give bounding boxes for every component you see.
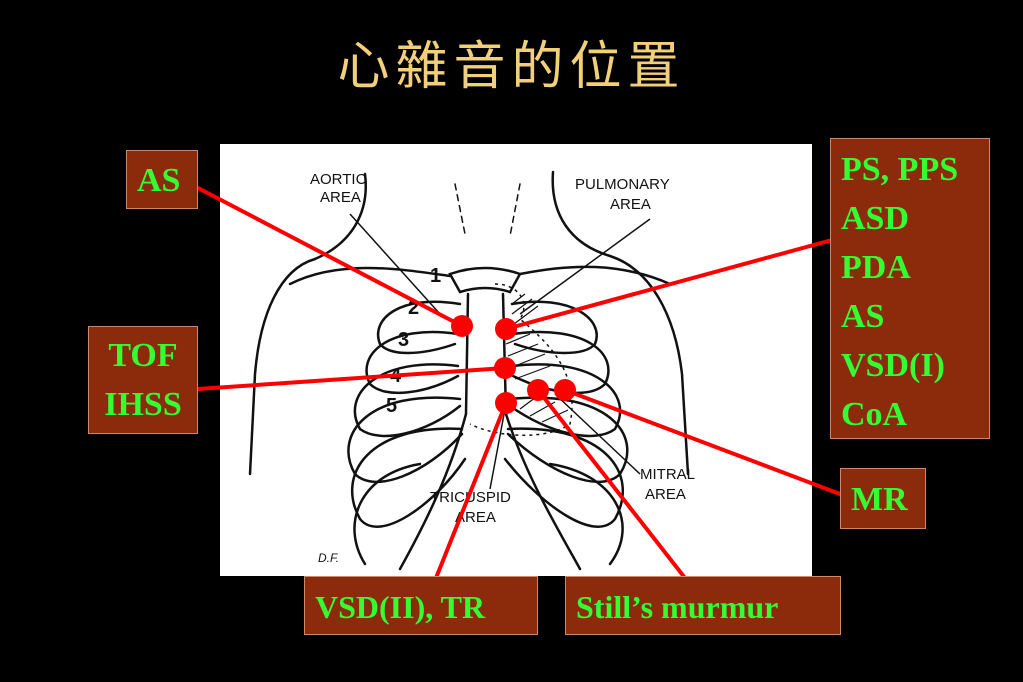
left-sternal-hatch — [505, 333, 551, 380]
rib-number-2: 2 — [408, 297, 419, 319]
torso-left-outline — [248, 257, 317, 476]
still-murmur-text: Still’s murmur — [576, 589, 779, 625]
chest-diagram: AORTIC AREA PULMONARY AREA TRICUSPID ARE… — [220, 144, 812, 576]
rib-number-5: 5 — [386, 395, 397, 417]
pulmonic-murmur-text-4: AS — [841, 298, 885, 335]
left-sternal-murmur-text-1: TOF — [108, 337, 178, 374]
rib-number-1: 1 — [430, 265, 441, 287]
manubrium — [448, 266, 522, 294]
mitral-murmur-text: MR — [851, 481, 908, 518]
tricuspid-murmur-label: VSD(II), TR — [304, 576, 538, 635]
pulmonic-murmur-text-6: CoA — [841, 396, 908, 433]
left-sternal-murmur-text-2: IHSS — [104, 386, 182, 423]
rib-number-4: 4 — [390, 365, 402, 387]
aortic-murmur-label: AS — [126, 150, 198, 209]
tricuspid-area-label-line1: TRICUSPID — [430, 489, 511, 506]
tricuspid-murmur-text: VSD(II), TR — [315, 589, 486, 625]
aortic-murmur-text: AS — [137, 162, 181, 199]
chest-illustration: AORTIC AREA PULMONARY AREA TRICUSPID ARE… — [248, 170, 695, 571]
still-murmur-label: Still’s murmur — [565, 576, 841, 635]
aortic-area-label-line1: AORTIC — [310, 171, 367, 188]
mitral-murmur-label: MR — [840, 468, 926, 529]
rib-number-3: 3 — [398, 329, 409, 351]
pulmonic-murmur-text-5: VSD(I) — [841, 347, 945, 384]
pulmonic-murmur-label: PS, PPS ASD PDA AS VSD(I) CoA — [830, 138, 990, 439]
illustrator-signature: D.F. — [318, 551, 339, 565]
slide-title: 心雜音的位置 — [337, 37, 686, 97]
pulmonic-murmur-text-1: PS, PPS — [841, 151, 959, 188]
pulmonary-area-label-line1: PULMONARY — [575, 176, 670, 193]
pulmonary-area-label-line2: AREA — [610, 196, 651, 213]
left-sternal-murmur-label: TOF IHSS — [88, 326, 198, 434]
mitral-area-label-line2: AREA — [645, 486, 686, 503]
pulmonary-hatch — [511, 293, 539, 325]
clavicle-left — [288, 266, 452, 286]
pulmonic-murmur-text-2: ASD — [841, 200, 910, 237]
sternum — [464, 292, 508, 416]
mitral-area-label-line1: MITRAL — [640, 466, 695, 483]
tricuspid-area-label-line2: AREA — [455, 509, 496, 526]
aortic-area-label-line2: AREA — [320, 189, 361, 206]
pulmonic-murmur-text-3: PDA — [841, 249, 911, 286]
torso-right-outline — [608, 254, 690, 476]
